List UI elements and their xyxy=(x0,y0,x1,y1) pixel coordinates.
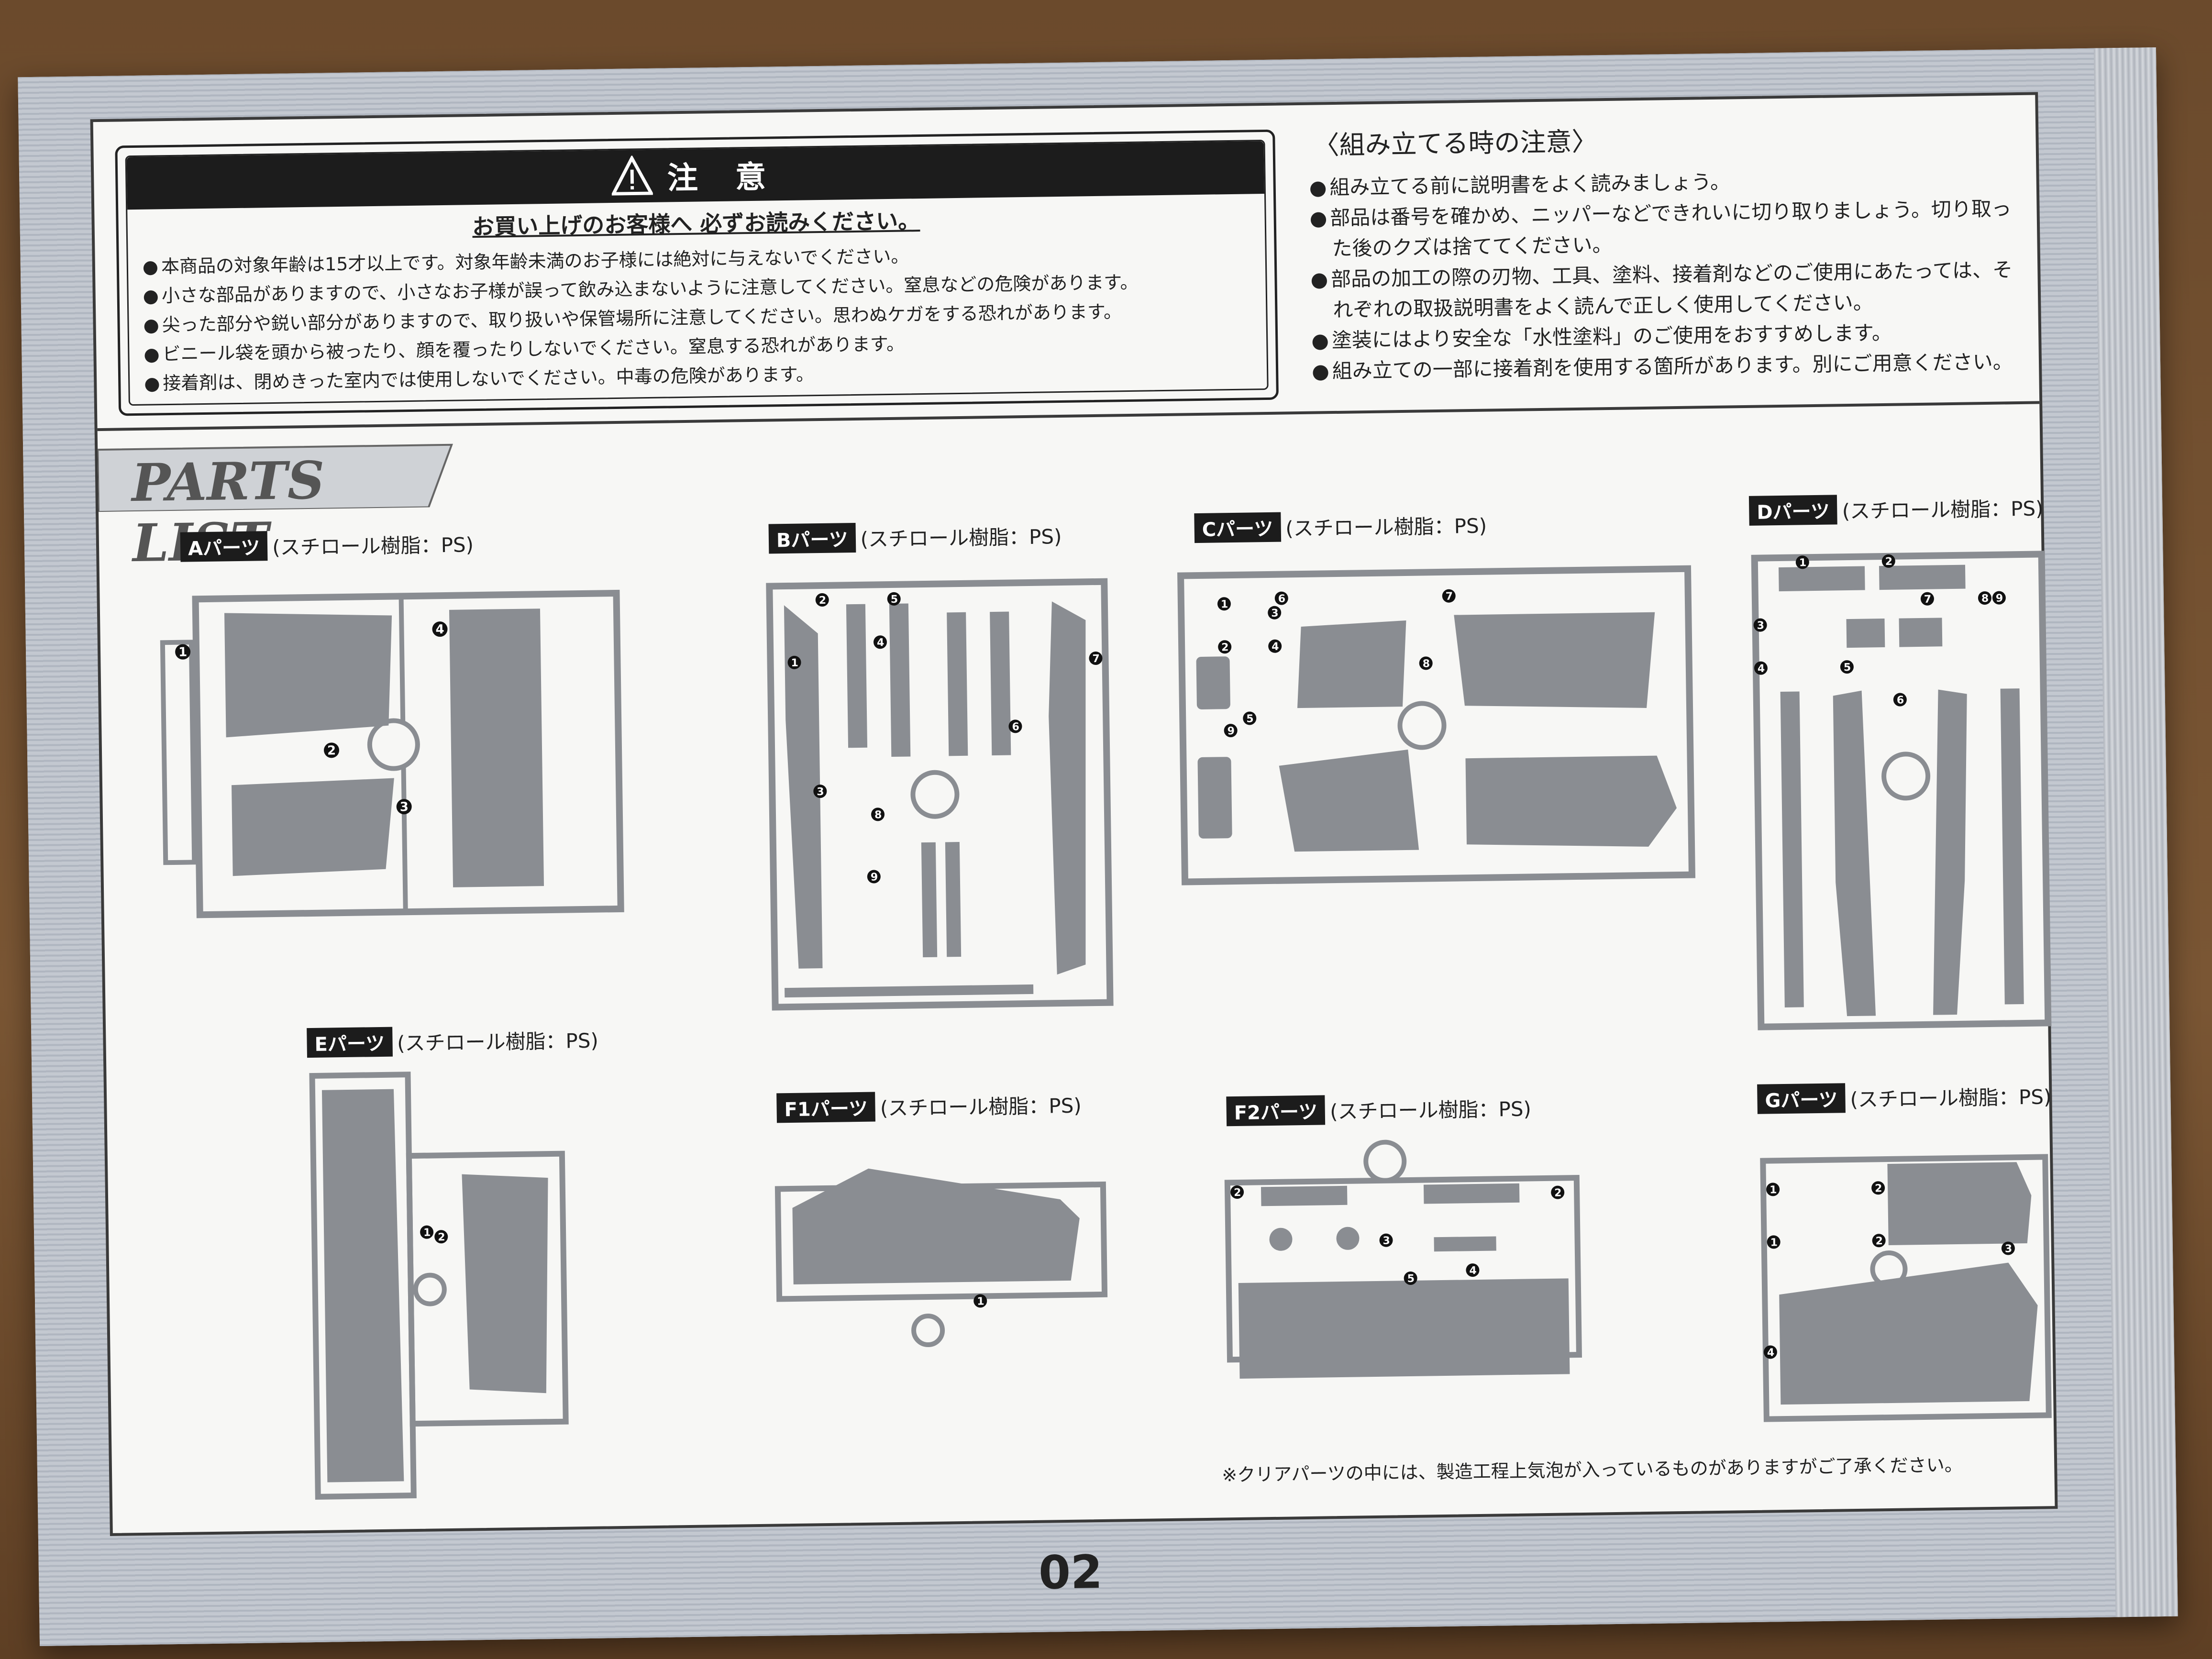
part-material: (スチロール樹脂：PS) xyxy=(397,1029,599,1055)
part-tag: Bパーツ xyxy=(768,523,856,554)
assembly-notes-title: 〈組み立てる時の注意〉 xyxy=(1313,126,1598,161)
part-tag: Cパーツ xyxy=(1194,512,1281,543)
svg-text:1: 1 xyxy=(178,645,188,660)
part-g: Gパーツ(スチロール樹脂：PS) 1 2 1 2 3 4 xyxy=(1757,1080,2052,1422)
part-c: Cパーツ(スチロール樹脂：PS) 1 2 3 4 5 xyxy=(1177,509,1696,885)
svg-text:8: 8 xyxy=(874,809,882,821)
sprue-b-diagram: 2 1 4 5 6 7 3 8 9 xyxy=(766,578,1114,1011)
part-f1: F1パーツ(スチロール樹脂：PS) 1 xyxy=(774,1089,1108,1348)
part-material: (スチロール樹脂：PS) xyxy=(1329,1096,1532,1123)
svg-text:2: 2 xyxy=(1554,1187,1562,1199)
assembly-note-item: 部品は番号を確かめ、ニッパーなどできれいに切り取りましょう。切り取った後のクズは… xyxy=(1309,193,2028,265)
part-material: (スチロール樹脂：PS) xyxy=(860,524,1062,551)
part-a: Aパーツ(スチロール樹脂：PS) 1 2 3 4 xyxy=(160,528,624,918)
svg-text:6: 6 xyxy=(1897,694,1904,706)
svg-text:1: 1 xyxy=(1221,598,1228,610)
svg-text:3: 3 xyxy=(399,800,409,814)
svg-text:1: 1 xyxy=(1770,1184,1777,1196)
part-f2: F2パーツ(スチロール樹脂：PS) 2 2 3 4 5 xyxy=(1224,1092,1582,1379)
svg-text:9: 9 xyxy=(871,871,878,883)
part-material: (スチロール樹脂：PS) xyxy=(1850,1084,2052,1111)
svg-text:2: 2 xyxy=(1885,556,1893,568)
svg-text:4: 4 xyxy=(1272,641,1279,653)
svg-text:1: 1 xyxy=(423,1227,431,1239)
part-material: (スチロール樹脂：PS) xyxy=(1842,496,2044,523)
part-tag: Gパーツ xyxy=(1757,1083,1846,1114)
svg-text:9: 9 xyxy=(1227,725,1235,737)
svg-text:7: 7 xyxy=(1924,594,1932,606)
part-tag: Aパーツ xyxy=(180,531,268,562)
svg-text:2: 2 xyxy=(819,595,827,607)
assembly-note-item: 部品の加工の際の刃物、工具、塗料、接着剤などのご使用にあたっては、それぞれの取扱… xyxy=(1310,254,2029,326)
svg-text:2: 2 xyxy=(327,743,336,758)
svg-text:5: 5 xyxy=(1246,713,1254,725)
warning-box-inner: 注 意 お買い上げのお客様へ 必ずお読みください。 本商品の対象年齢は15才以上… xyxy=(125,139,1269,406)
clear-parts-footnote: ※クリアパーツの中には、製造工程上気泡が入っているものがありますがご了承ください… xyxy=(1222,1454,1963,1486)
warning-list: 本商品の対象年齢は15才以上です。対象年齢未満のお子様には絶対に与えないでくださ… xyxy=(142,237,1252,398)
part-d: Dパーツ(スチロール樹脂：PS) 1 2 3 xyxy=(1748,492,2052,1030)
svg-text:6: 6 xyxy=(1012,721,1019,733)
sprue-c-diagram: 1 2 3 4 5 6 7 8 9 xyxy=(1177,565,1696,885)
sprue-f1-diagram: 1 xyxy=(774,1168,1108,1348)
sprue-a-diagram: 1 2 3 4 xyxy=(160,589,624,918)
svg-text:6: 6 xyxy=(1278,593,1286,605)
assembly-notes-list: 組み立てる前に説明書をよく読みましょう。 部品は番号を確かめ、ニッパーなどできれ… xyxy=(1309,163,2029,387)
svg-text:4: 4 xyxy=(1767,1347,1775,1359)
warning-triangle-icon xyxy=(611,155,653,196)
svg-text:3: 3 xyxy=(1382,1235,1390,1247)
sprue-f2-diagram: 2 2 3 4 5 xyxy=(1224,1139,1582,1379)
svg-text:4: 4 xyxy=(435,622,444,637)
svg-text:2: 2 xyxy=(438,1231,445,1243)
svg-text:3: 3 xyxy=(817,786,824,798)
warning-box: 注 意 お買い上げのお客様へ 必ずお読みください。 本商品の対象年齢は15才以上… xyxy=(115,129,1279,416)
part-tag: F1パーツ xyxy=(776,1092,876,1123)
svg-text:4: 4 xyxy=(877,637,885,649)
sprue-d-diagram: 1 2 3 4 5 6 7 8 9 xyxy=(1751,551,2052,1030)
svg-text:2: 2 xyxy=(1876,1235,1883,1247)
svg-text:5: 5 xyxy=(891,594,898,606)
svg-text:2: 2 xyxy=(1875,1183,1882,1194)
part-tag: F2パーツ xyxy=(1226,1095,1326,1127)
svg-text:7: 7 xyxy=(1446,591,1453,603)
svg-text:1: 1 xyxy=(1770,1237,1778,1249)
warning-title: 注 意 xyxy=(667,159,780,197)
part-e: Eパーツ(スチロール樹脂：PS) 1 2 xyxy=(307,1024,599,1500)
part-tag: Dパーツ xyxy=(1748,495,1838,526)
svg-text:2: 2 xyxy=(1221,641,1229,653)
parts-list-heading: PARTS LIST xyxy=(98,440,462,574)
part-material: (スチロール樹脂：PS) xyxy=(880,1094,1082,1120)
svg-text:1: 1 xyxy=(977,1295,984,1307)
svg-text:8: 8 xyxy=(1423,658,1430,670)
svg-text:4: 4 xyxy=(1469,1265,1477,1277)
svg-text:7: 7 xyxy=(1092,653,1100,665)
svg-text:4: 4 xyxy=(1758,663,1765,675)
svg-text:3: 3 xyxy=(2005,1243,2013,1255)
page-number: 02 xyxy=(1038,1545,1103,1600)
parts-list-heading-bg xyxy=(98,443,453,512)
part-material: (スチロール樹脂：PS) xyxy=(272,532,474,559)
assembly-notes: 〈組み立てる時の注意〉 組み立てる前に説明書をよく読みましょう。 部品は番号を確… xyxy=(1308,114,2030,387)
warning-header: 注 意 xyxy=(126,141,1264,210)
part-material: (スチロール樹脂：PS) xyxy=(1285,514,1487,540)
svg-text:9: 9 xyxy=(1996,593,2003,605)
sprue-e-diagram: 1 2 xyxy=(309,1072,569,1500)
part-tag: Eパーツ xyxy=(307,1027,393,1058)
svg-text:1: 1 xyxy=(1799,557,1807,569)
svg-text:5: 5 xyxy=(1407,1273,1415,1285)
svg-text:2: 2 xyxy=(1234,1187,1241,1199)
page-frame: 注 意 お買い上げのお客様へ 必ずお読みください。 本商品の対象年齢は15才以上… xyxy=(90,92,2058,1536)
svg-text:3: 3 xyxy=(1757,620,1765,632)
sprue-g-diagram: 1 2 1 2 3 4 xyxy=(1760,1154,2052,1422)
svg-text:1: 1 xyxy=(791,657,798,669)
svg-text:3: 3 xyxy=(1271,608,1279,619)
svg-text:8: 8 xyxy=(1981,593,1989,605)
instruction-booklet: 注 意 お買い上げのお客様へ 必ずお読みください。 本商品の対象年齢は15才以上… xyxy=(18,47,2178,1647)
svg-text:5: 5 xyxy=(1844,662,1851,674)
page: 注 意 お買い上げのお客様へ 必ずお読みください。 本商品の対象年齢は15才以上… xyxy=(18,48,2116,1647)
part-b: Bパーツ(スチロール樹脂：PS) 2 1 4 xyxy=(766,520,1114,1011)
